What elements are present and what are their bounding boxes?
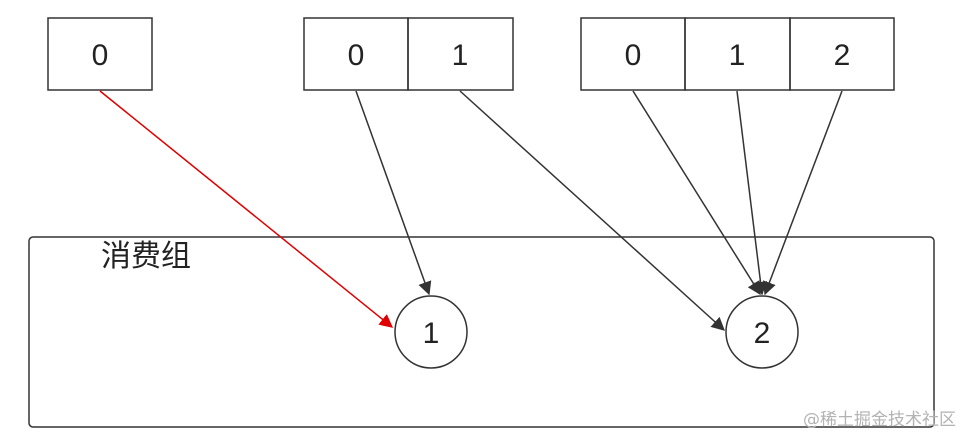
consumer-circle [725,295,799,369]
partition-cell [789,17,895,91]
arrow-p3-0-to-consumer-2 [632,90,761,296]
consumer-circle [394,295,468,369]
consumer-group-label: 消费组 [101,239,191,274]
partition-cell-label: 0 [348,39,365,72]
arrow-p1-0-to-consumer-1 [99,90,394,328]
partition-cell [47,17,153,91]
partition-group-2: 0 1 [303,17,514,91]
arrow-p3-1-to-consumer-2 [736,90,768,296]
partition-cell-label: 2 [834,39,851,72]
partition-cell-label: 1 [729,39,746,72]
partition-cell-label: 0 [92,39,109,72]
consumer-group-box [28,236,935,428]
partition-cell-label: 0 [625,39,642,72]
consumer-2: 2 [725,295,799,369]
partition-group-3: 0 1 2 [580,17,895,91]
consumer-label: 1 [423,317,440,350]
watermark-text: @稀土掘金技术社区 [803,410,956,430]
arrow-p2-1-to-consumer-2 [459,90,726,331]
partition-cell [407,17,514,91]
partition-group-1: 0 [47,17,153,91]
consumer-label: 2 [754,317,771,350]
arrow-p2-0-to-consumer-1 [355,90,432,296]
arrow-p3-2-to-consumer-2 [762,90,843,296]
partition-cell-label: 1 [452,39,469,72]
consumer-1: 1 [394,295,468,369]
